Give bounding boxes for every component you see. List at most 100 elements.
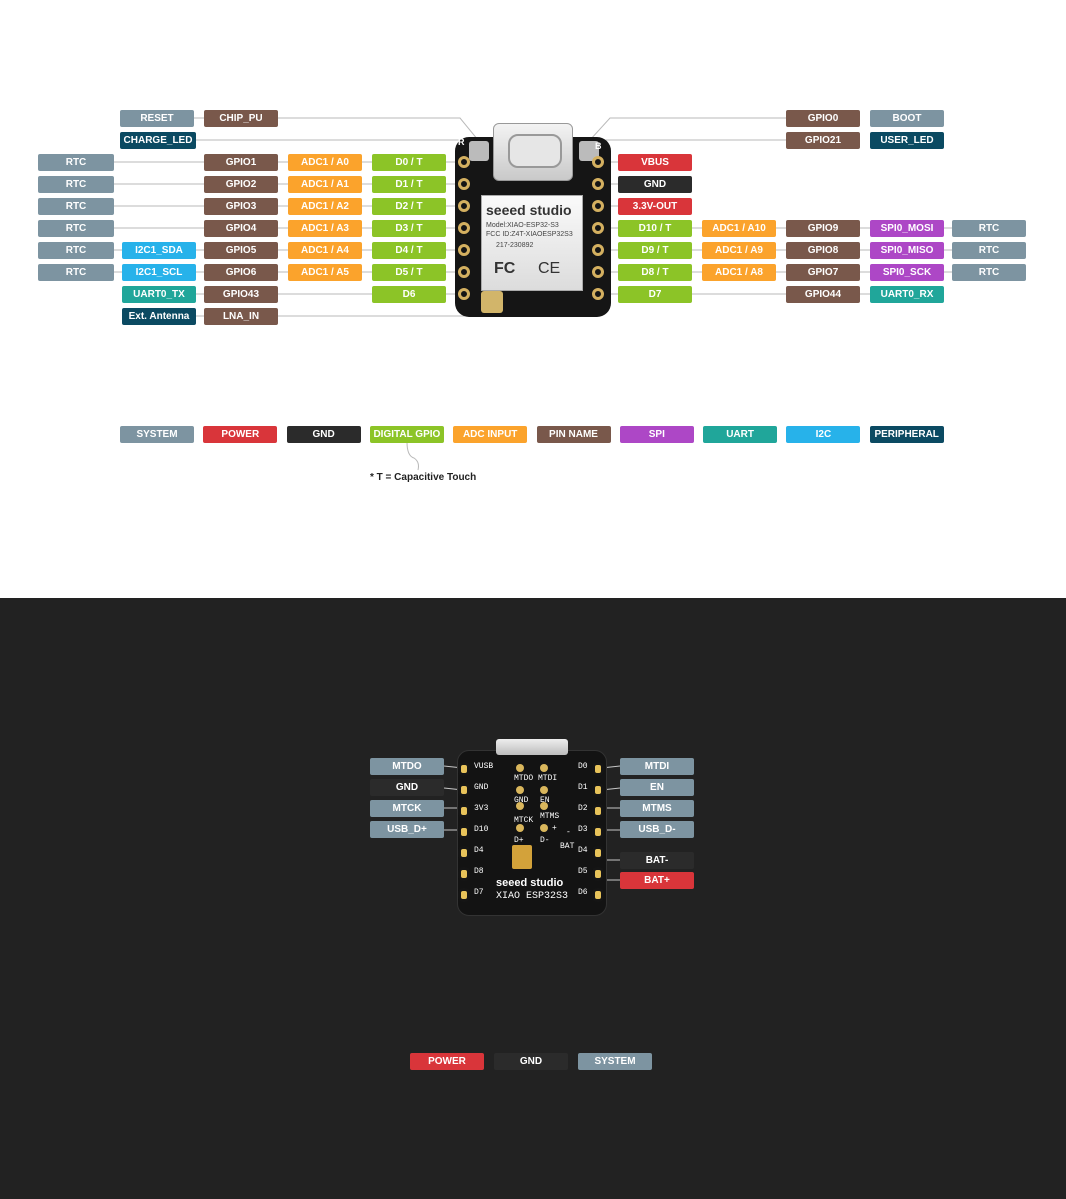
- legend-uart: UART: [703, 426, 778, 443]
- silk-label-left: D4: [474, 846, 484, 855]
- silk-label-right: D1: [578, 783, 588, 792]
- pin-tag-rtc: RTC: [38, 198, 114, 215]
- pin-tag-gpio21: GPIO21: [786, 132, 860, 149]
- pin-tag-adc1-a3: ADC1 / A3: [288, 220, 362, 237]
- castellated-pad-bottom: [592, 825, 604, 839]
- castellated-pad-bottom: [458, 825, 470, 839]
- pin-tag-gnd: GND: [618, 176, 692, 193]
- silk-label-left: GND: [474, 783, 489, 792]
- test-pad-label: D-: [540, 836, 550, 845]
- castellated-pad: [458, 222, 470, 234]
- castellated-pad: [592, 178, 604, 190]
- pin-tag-d4-t: D4 / T: [372, 242, 446, 259]
- pin-tag-gpio44: GPIO44: [786, 286, 860, 303]
- pin-tag-uart0-tx: UART0_TX: [122, 286, 196, 303]
- silk-label-left: 3V3: [474, 804, 489, 813]
- castellated-pad: [592, 200, 604, 212]
- silk-label-left: VUSB: [474, 762, 494, 771]
- shield-cert: 217-230892: [496, 242, 534, 249]
- pin-tag-chip-pu: CHIP_PU: [204, 110, 278, 127]
- shield-fcc: FCC ID:Z4T-XIAOESP32S3: [486, 231, 573, 238]
- test-pad: [540, 764, 548, 772]
- castellated-pad: [592, 156, 604, 168]
- pin-tag-rtc: RTC: [952, 242, 1026, 259]
- legend-i2c: I2C: [786, 426, 861, 443]
- bottom-tag-bat: BAT-: [620, 852, 694, 869]
- legend-power: POWER: [203, 426, 278, 443]
- pin-tag-rtc: RTC: [38, 154, 114, 171]
- silk-label-right: D5: [578, 867, 588, 876]
- pin-tag-rtc: RTC: [38, 176, 114, 193]
- pin-tag-adc1-a4: ADC1 / A4: [288, 242, 362, 259]
- pin-tag-vbus: VBUS: [618, 154, 692, 171]
- pin-tag-rtc: RTC: [38, 264, 114, 281]
- pin-tag-d9-t: D9 / T: [618, 242, 692, 259]
- castellated-pad-bottom: [592, 762, 604, 776]
- pin-tag-uart0-rx: UART0_RX: [870, 286, 944, 303]
- legend-adc-input: ADC INPUT: [453, 426, 528, 443]
- silk-label-right: D3: [578, 825, 588, 834]
- test-pad: [516, 764, 524, 772]
- shield-model: Model:XIAO-ESP32-S3: [486, 222, 559, 229]
- pin-tag-ext-antenna: Ext. Antenna: [122, 308, 196, 325]
- pin-tag-adc1-a2: ADC1 / A2: [288, 198, 362, 215]
- top-pinout-panel: R B seeed studio Model:XIAO-ESP32-S3 FCC…: [0, 0, 1066, 598]
- legend-system: SYSTEM: [120, 426, 194, 443]
- pin-tag-spi0-miso: SPI0_MISO: [870, 242, 944, 259]
- test-pad: [516, 786, 524, 794]
- bottom-legend-power: POWER: [410, 1053, 484, 1070]
- pin-tag-spi0-mosi: SPI0_MOSI: [870, 220, 944, 237]
- castellated-pad-bottom: [592, 846, 604, 860]
- silk-label-left: D7: [474, 888, 484, 897]
- test-pad-label: MTDI: [538, 774, 558, 783]
- castellated-pad: [592, 222, 604, 234]
- castellated-pad-bottom: [592, 867, 604, 881]
- pin-tag-d1-t: D1 / T: [372, 176, 446, 193]
- pin-tag-gpio2: GPIO2: [204, 176, 278, 193]
- bottom-tag-usb-d: USB_D+: [370, 821, 444, 838]
- usb-c-connector-bottom: [496, 739, 568, 755]
- shield-brand: seeed studio: [486, 202, 572, 218]
- ce-mark: CE: [538, 260, 561, 277]
- bottom-tag-mtck: MTCK: [370, 800, 444, 817]
- bottom-tag-en: EN: [620, 779, 694, 796]
- pin-tag-d2-t: D2 / T: [372, 198, 446, 215]
- legend-pin-name: PIN NAME: [536, 426, 611, 443]
- castellated-pad-bottom: [458, 867, 470, 881]
- boot-button-label: B: [595, 141, 602, 151]
- pin-tag-d7: D7: [618, 286, 692, 303]
- pin-tag-i2c1-scl: I2C1_SCL: [122, 264, 196, 281]
- pin-tag-gpio0: GPIO0: [786, 110, 860, 127]
- castellated-pad-bottom: [592, 783, 604, 797]
- silk-label-right: D0: [578, 762, 588, 771]
- pin-tag-adc1-a1: ADC1 / A1: [288, 176, 362, 193]
- pin-tag-adc1-a10: ADC1 / A10: [702, 220, 776, 237]
- pin-tag-adc1-a5: ADC1 / A5: [288, 264, 362, 281]
- pin-tag-adc1-a9: ADC1 / A9: [702, 242, 776, 259]
- silk-label-right: D2: [578, 804, 588, 813]
- castellated-pad-bottom: [458, 783, 470, 797]
- pin-tag-gpio8: GPIO8: [786, 242, 860, 259]
- pin-tag-gpio9: GPIO9: [786, 220, 860, 237]
- bottom-tag-mtms: MTMS: [620, 800, 694, 817]
- pin-tag-adc1-a0: ADC1 / A0: [288, 154, 362, 171]
- test-pad-label: MTMS: [540, 812, 560, 821]
- test-pad: [540, 802, 548, 810]
- pin-tag-gpio5: GPIO5: [204, 242, 278, 259]
- castellated-pad-bottom: [592, 888, 604, 902]
- castellated-pad-bottom: [458, 888, 470, 902]
- pin-tag-d8-t: D8 / T: [618, 264, 692, 281]
- test-pad-label: EN: [540, 796, 550, 805]
- castellated-pad-bottom: [458, 804, 470, 818]
- bottom-tag-usb-d: USB_D-: [620, 821, 694, 838]
- pin-tag-d3-t: D3 / T: [372, 220, 446, 237]
- reset-button[interactable]: [469, 141, 489, 161]
- legend-gnd: GND: [286, 426, 361, 443]
- test-pad-label: MTDO: [514, 774, 534, 783]
- pin-tag-reset: RESET: [120, 110, 194, 127]
- pin-tag-gpio7: GPIO7: [786, 264, 860, 281]
- pin-tag-3-3v-out: 3.3V-OUT: [618, 198, 692, 215]
- castellated-pad: [458, 156, 470, 168]
- castellated-pad: [592, 266, 604, 278]
